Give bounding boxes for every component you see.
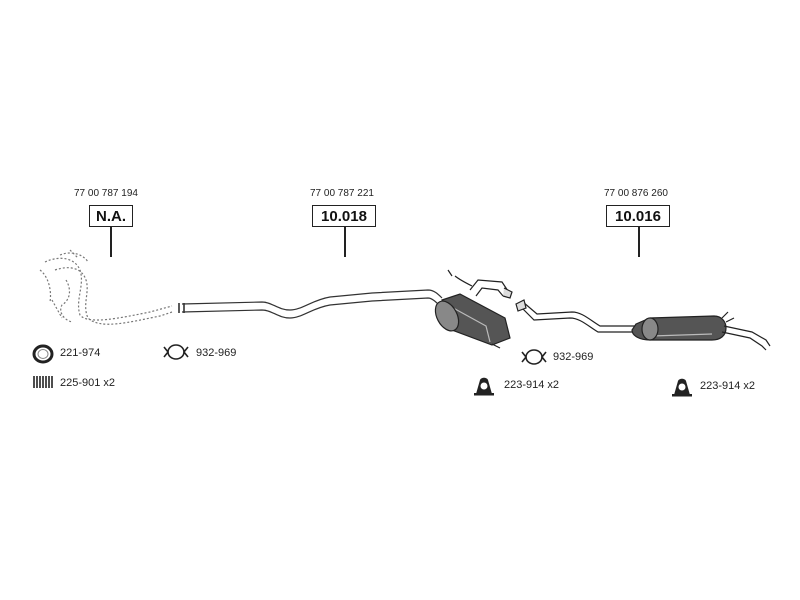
rubber-mount-icon: [672, 378, 692, 397]
spring-icon: [33, 376, 53, 388]
leader-line-manifold: [110, 227, 112, 257]
oem-number-centre-section: 77 00 787 221: [310, 188, 374, 199]
centre-pipe-drawing: [178, 289, 443, 319]
accessory-label-mount-rear: 223-914 x2: [700, 380, 756, 392]
accessory-label-gasket: 221-974: [60, 347, 101, 359]
oem-number-rear-section: 77 00 876 260: [604, 188, 668, 199]
manifold-downpipe-drawing: [39, 249, 173, 325]
accessory-label-spring: 225-901 x2: [60, 377, 116, 389]
part-code-box-manifold: N.A.: [89, 205, 133, 227]
rubber-mount-icon: [474, 377, 494, 396]
gasket-ring-icon: [32, 344, 54, 364]
centre-silencer-drawing: [434, 269, 513, 349]
part-code-box-centre-section: 10.018: [312, 205, 376, 227]
clamp-icon: [521, 349, 547, 365]
leader-line-centre-section: [344, 227, 346, 257]
rear-pipe-silencer-drawing: [515, 299, 771, 351]
accessory-label-clamp-front: 932-969: [196, 347, 237, 359]
leader-line-rear-section: [638, 227, 640, 257]
accessory-label-mount-centre: 223-914 x2: [504, 379, 560, 391]
oem-number-manifold: 77 00 787 194: [74, 188, 138, 199]
clamp-icon: [163, 344, 189, 360]
part-code-box-rear-section: 10.016: [606, 205, 670, 227]
accessory-label-clamp-rear: 932-969: [553, 351, 594, 363]
